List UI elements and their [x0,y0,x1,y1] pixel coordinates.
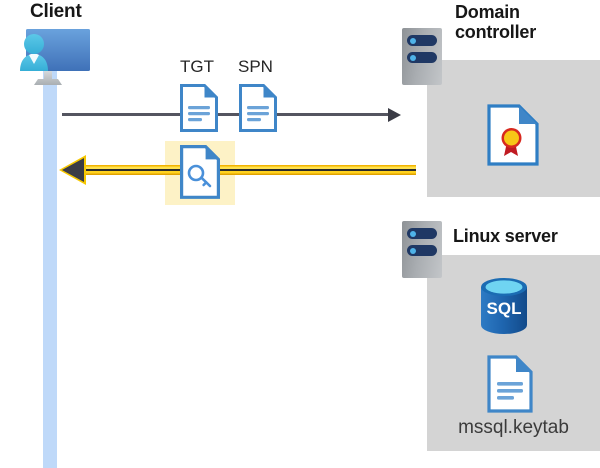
spn-document-icon [239,84,277,132]
server-bay-icon [407,228,437,239]
sql-database-icon: SQL [477,277,531,340]
certificate-icon [487,104,539,166]
linux-server-title: Linux server [453,226,558,246]
response-arrow-head-icon [62,158,84,182]
domain-controller-title-line2: controller [455,22,537,43]
domain-controller-title: Domain controller [455,2,595,42]
server-bay-icon [407,52,437,63]
service-ticket-key-document-icon [180,145,220,199]
server-bay-icon [407,35,437,46]
tgt-label: TGT [180,57,214,76]
sql-label: SQL [487,299,522,318]
linux-server-server-icon [402,221,442,278]
tgt-document-icon [180,84,218,132]
domain-controller-server-icon [402,28,442,85]
request-arrow-head-icon [388,108,401,122]
keytab-filename-label: mssql.keytab [458,417,569,438]
client-computer-icon [2,24,102,96]
spn-label: SPN [238,57,273,76]
server-bay-icon [407,245,437,256]
client-title: Client [30,1,82,22]
domain-controller-title-line1: Domain [455,2,520,22]
request-arrow-line [62,113,392,116]
response-arrow-line [78,165,416,175]
client-lifeline [43,60,57,468]
keytab-document-icon [487,355,533,413]
